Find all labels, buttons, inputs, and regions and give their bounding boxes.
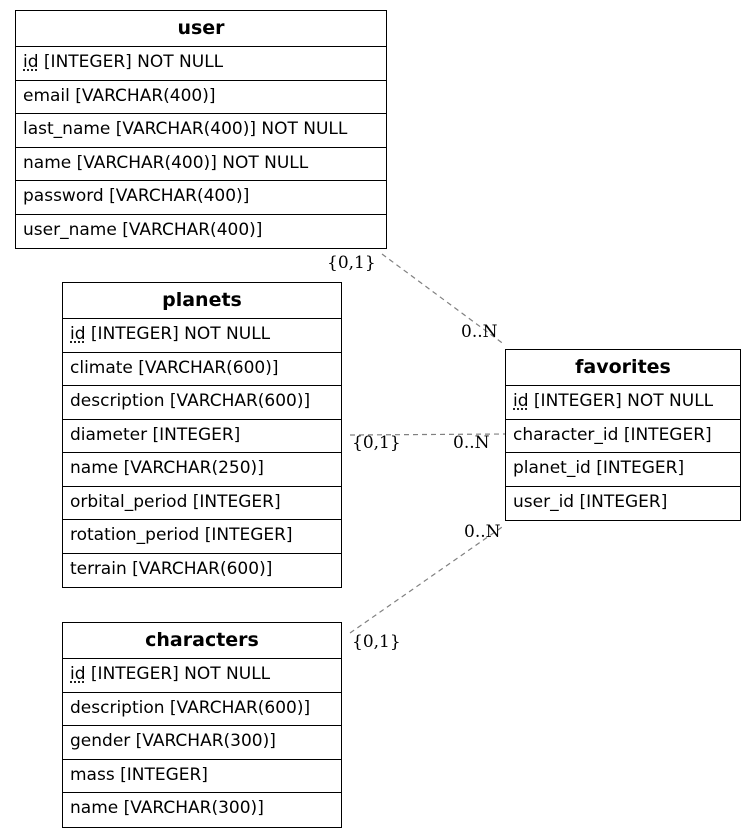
primary-key: id <box>513 391 529 411</box>
field-user-name: user_name [VARCHAR(400)] <box>23 219 263 240</box>
cardinality-user-side: {0,1} <box>327 253 376 273</box>
field-character-id: character_id [INTEGER] <box>506 420 740 453</box>
entity-title: characters <box>63 623 341 659</box>
field-id: id [INTEGER] NOT NULL <box>63 319 341 353</box>
field-description: description [VARCHAR(600)] <box>63 386 341 420</box>
primary-key: id <box>70 324 86 344</box>
field-user-id: user_id [INTEGER] <box>513 491 668 512</box>
cardinality-planets-side: {0,1} <box>352 433 401 453</box>
link-characters-favorites <box>349 524 506 634</box>
field-last-name: last_name [VARCHAR(400)] NOT NULL <box>16 114 386 148</box>
field-id: id [INTEGER] NOT NULL <box>63 659 341 693</box>
field-climate: climate [VARCHAR(600)] <box>63 353 341 386</box>
entity-title: favorites <box>506 350 740 386</box>
primary-key: id <box>70 664 86 684</box>
cardinality-favorites-user-side: 0..N <box>461 322 498 342</box>
entity-title: planets <box>63 283 341 319</box>
field-mass: mass [INTEGER] <box>63 760 341 793</box>
entity-planets[interactable]: planets id [INTEGER] NOT NULL climate [V… <box>62 282 342 588</box>
field-description: description [VARCHAR(600)] <box>63 693 341 726</box>
field-orbital-period: orbital_period [INTEGER] <box>63 487 341 520</box>
link-user-favorites <box>381 253 506 346</box>
field-diameter: diameter [INTEGER] <box>63 420 341 453</box>
primary-key: id <box>23 52 39 72</box>
cardinality-favorites-characters-side: 0..N <box>464 522 501 542</box>
entity-user[interactable]: user id [INTEGER] NOT NULL email [VARCHA… <box>15 10 387 249</box>
cardinality-characters-side: {0,1} <box>352 632 401 652</box>
field-name: name [VARCHAR(250)] <box>63 453 341 487</box>
field-planet-id: planet_id [INTEGER] <box>506 453 740 487</box>
entity-characters[interactable]: characters id [INTEGER] NOT NULL descrip… <box>62 622 342 828</box>
field-name: name [VARCHAR(400)] NOT NULL <box>16 148 386 181</box>
field-name: name [VARCHAR(300)] <box>70 798 264 818</box>
field-id: id [INTEGER] NOT NULL <box>506 386 740 420</box>
field-gender: gender [VARCHAR(300)] <box>63 726 341 760</box>
entity-favorites[interactable]: favorites id [INTEGER] NOT NULL characte… <box>505 349 741 521</box>
link-planets-favorites <box>349 433 506 436</box>
cardinality-favorites-planets-side: 0..N <box>453 433 490 453</box>
field-password: password [VARCHAR(400)] <box>16 181 386 215</box>
field-id: id [INTEGER] NOT NULL <box>16 47 386 81</box>
field-email: email [VARCHAR(400)] <box>16 81 386 114</box>
field-rotation-period: rotation_period [INTEGER] <box>63 520 341 554</box>
field-terrain: terrain [VARCHAR(600)] <box>70 558 273 579</box>
entity-title: user <box>16 11 386 47</box>
